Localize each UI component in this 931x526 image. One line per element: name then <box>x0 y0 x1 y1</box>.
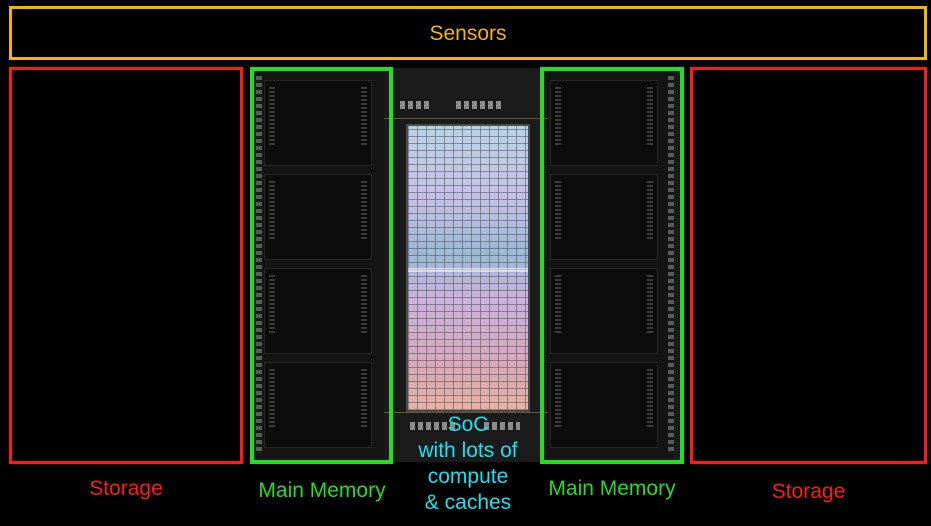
pad-row <box>410 422 458 430</box>
right-memory-pins <box>668 76 674 454</box>
memory-die <box>550 174 658 260</box>
soc-die <box>406 124 530 412</box>
storage-left-box <box>9 67 243 464</box>
memory-die <box>264 268 372 354</box>
soc-label-line: & caches <box>424 491 512 514</box>
sensors-box: Sensors <box>9 6 927 60</box>
left-memory-pins <box>256 76 262 454</box>
memory-die <box>550 80 658 166</box>
left-memory-dies <box>256 72 384 458</box>
pad-row <box>400 101 430 109</box>
storage-left-label: Storage <box>89 477 163 500</box>
trace-line <box>384 412 548 413</box>
memory-die <box>550 268 658 354</box>
storage-right-label: Storage <box>771 480 846 503</box>
soc-label-line: with lots of <box>418 439 518 462</box>
memory-left-label: Main Memory <box>258 479 386 502</box>
pad-row <box>456 101 504 109</box>
soc-label-line: compute <box>427 465 509 488</box>
soc-label-line: SoC <box>447 413 489 436</box>
storage-right-box <box>690 67 927 464</box>
memory-die <box>264 80 372 166</box>
right-memory-dies <box>546 72 674 458</box>
pad-row <box>484 422 520 430</box>
soc-label: SoC with lots of compute & caches <box>400 412 536 516</box>
memory-right-box <box>540 67 684 464</box>
memory-die <box>550 362 658 448</box>
memory-left-box <box>250 67 393 464</box>
trace-line <box>384 118 548 119</box>
memory-right-label: Main Memory <box>548 477 676 500</box>
memory-die <box>264 362 372 448</box>
sensors-label: Sensors <box>429 22 507 45</box>
memory-die <box>264 174 372 260</box>
